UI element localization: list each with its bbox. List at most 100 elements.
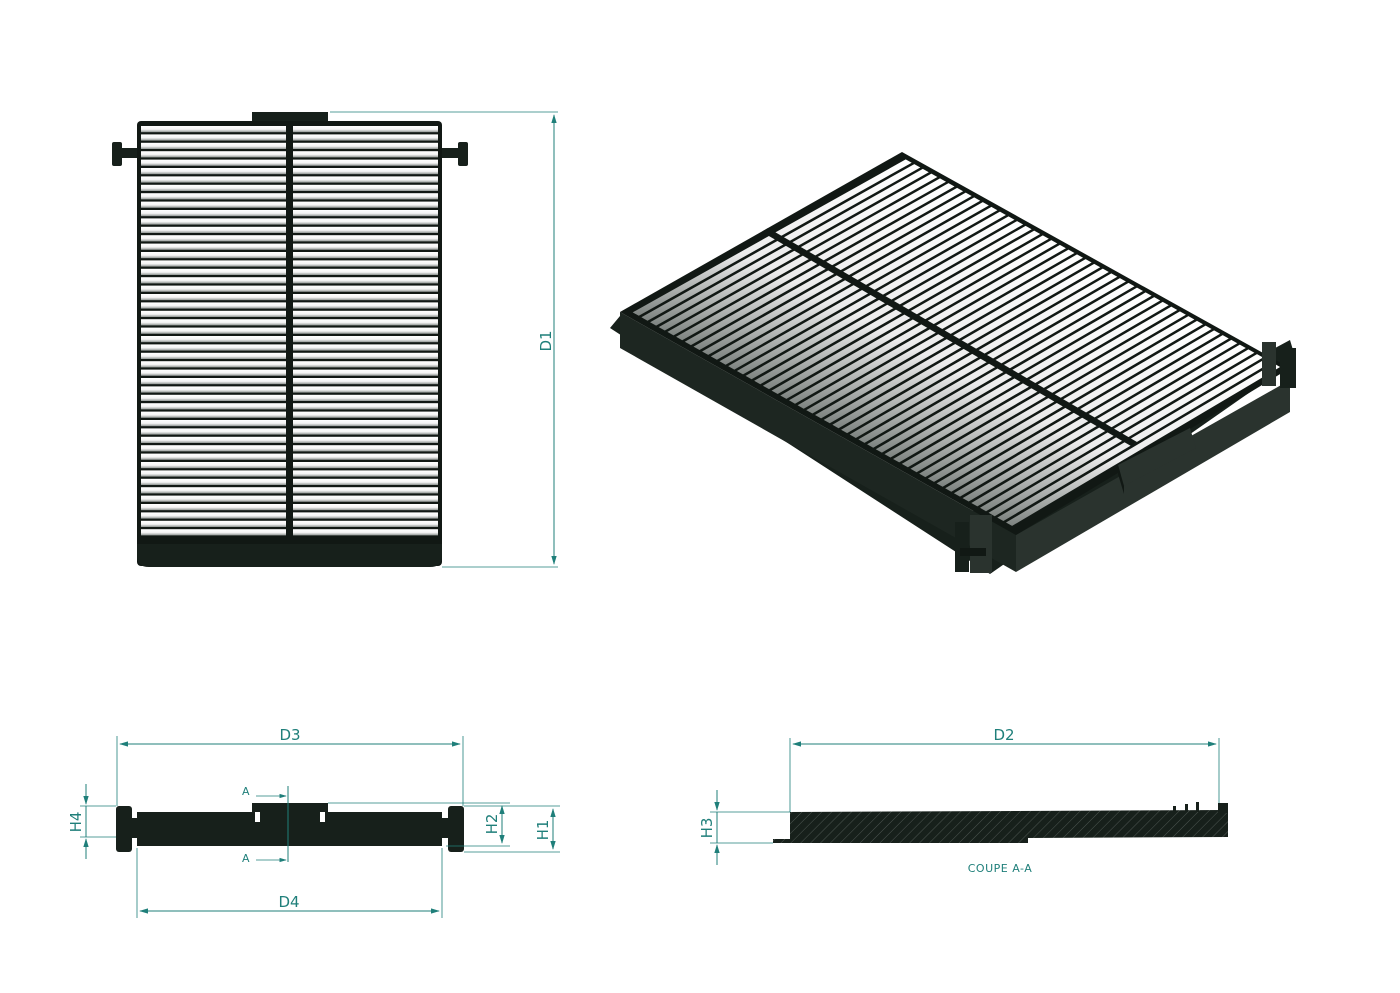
pleat (141, 403, 286, 410)
section-view: COUPE A-A (773, 802, 1228, 875)
pleat (293, 184, 438, 191)
pleat (141, 504, 286, 511)
pleat (293, 201, 438, 208)
h3-label: H3 (698, 818, 716, 839)
pleat (293, 277, 438, 284)
pleat (141, 394, 286, 401)
pleat (293, 436, 438, 443)
pleat (293, 478, 438, 485)
right-knob (442, 142, 468, 166)
dimension-h3: H3 (698, 790, 790, 865)
pleat (141, 226, 286, 233)
pleat (141, 378, 286, 385)
pleat (141, 386, 286, 393)
pleat (141, 218, 286, 225)
iso-pleat (988, 354, 1263, 517)
pleat (141, 487, 286, 494)
d1-label: D1 (537, 330, 555, 351)
pleat (141, 302, 286, 309)
pleat (293, 411, 438, 418)
pleat (141, 512, 286, 519)
dimension-d3: D3 (116, 726, 464, 806)
pleat (293, 445, 438, 452)
front-body (137, 812, 442, 846)
dimension-h1: H1 (464, 805, 560, 853)
pleat (141, 294, 286, 301)
pleat (141, 235, 286, 242)
pleat (141, 361, 286, 368)
pleat (293, 176, 438, 183)
pleat (293, 168, 438, 175)
pleat (293, 193, 438, 200)
pleat (293, 470, 438, 477)
pleat (141, 260, 286, 267)
d4-label: D4 (278, 893, 299, 911)
pleat (141, 277, 286, 284)
pleat (293, 319, 438, 326)
iso-pleat (997, 358, 1272, 521)
pleat (293, 403, 438, 410)
pleat (293, 134, 438, 141)
h1-label: H1 (534, 820, 552, 841)
pleat (293, 453, 438, 460)
pleat (293, 336, 438, 343)
pleat (293, 504, 438, 511)
pleat (141, 184, 286, 191)
pleat (293, 512, 438, 519)
iso-side-latch (1118, 428, 1196, 494)
pleat (141, 310, 286, 317)
pleat (293, 520, 438, 527)
pleat (293, 235, 438, 242)
pleat (141, 352, 286, 359)
center-divider (287, 124, 292, 544)
bottom-band (137, 544, 442, 567)
pleat (293, 495, 438, 502)
pleat (141, 445, 286, 452)
pleat (141, 142, 286, 149)
pleat (293, 310, 438, 317)
pleat (141, 134, 286, 141)
iso-pleat (980, 349, 1255, 512)
pleat (141, 243, 286, 250)
h2-label: H2 (483, 814, 501, 835)
pleat (293, 159, 438, 166)
pleat (141, 319, 286, 326)
dimension-d1: D1 (330, 111, 558, 568)
pleat (293, 369, 438, 376)
dimension-d2: D2 (789, 726, 1220, 812)
top-view-filter (112, 112, 468, 567)
pleat (293, 344, 438, 351)
isometric-view-filter (610, 152, 1296, 574)
section-profile (773, 810, 1228, 843)
pleat (141, 495, 286, 502)
pleat (293, 529, 438, 536)
pleat (293, 218, 438, 225)
pleat (141, 462, 286, 469)
dimension-h4: H4 (67, 784, 116, 859)
pleat (141, 193, 286, 200)
front-view-filter: A A (116, 785, 464, 865)
pleat (141, 369, 286, 376)
pleat (141, 520, 286, 527)
iso-front-clip (955, 515, 992, 573)
d3-label: D3 (279, 726, 300, 744)
filter-pleats (141, 126, 438, 536)
pleat (141, 285, 286, 292)
pleat (293, 268, 438, 275)
pleat (141, 478, 286, 485)
section-label-bottom: A (242, 852, 250, 865)
pleat (293, 142, 438, 149)
pleat (293, 252, 438, 259)
left-knob (112, 142, 138, 166)
dimension-h2: H2 (328, 802, 510, 847)
pleat (293, 126, 438, 133)
iso-front-side (620, 312, 1016, 572)
pleat (141, 327, 286, 334)
pleat (293, 352, 438, 359)
front-tab (252, 803, 328, 814)
pleat (141, 176, 286, 183)
iso-back-clip (1262, 342, 1296, 388)
dimension-d4: D4 (136, 848, 443, 918)
pleat (141, 436, 286, 443)
